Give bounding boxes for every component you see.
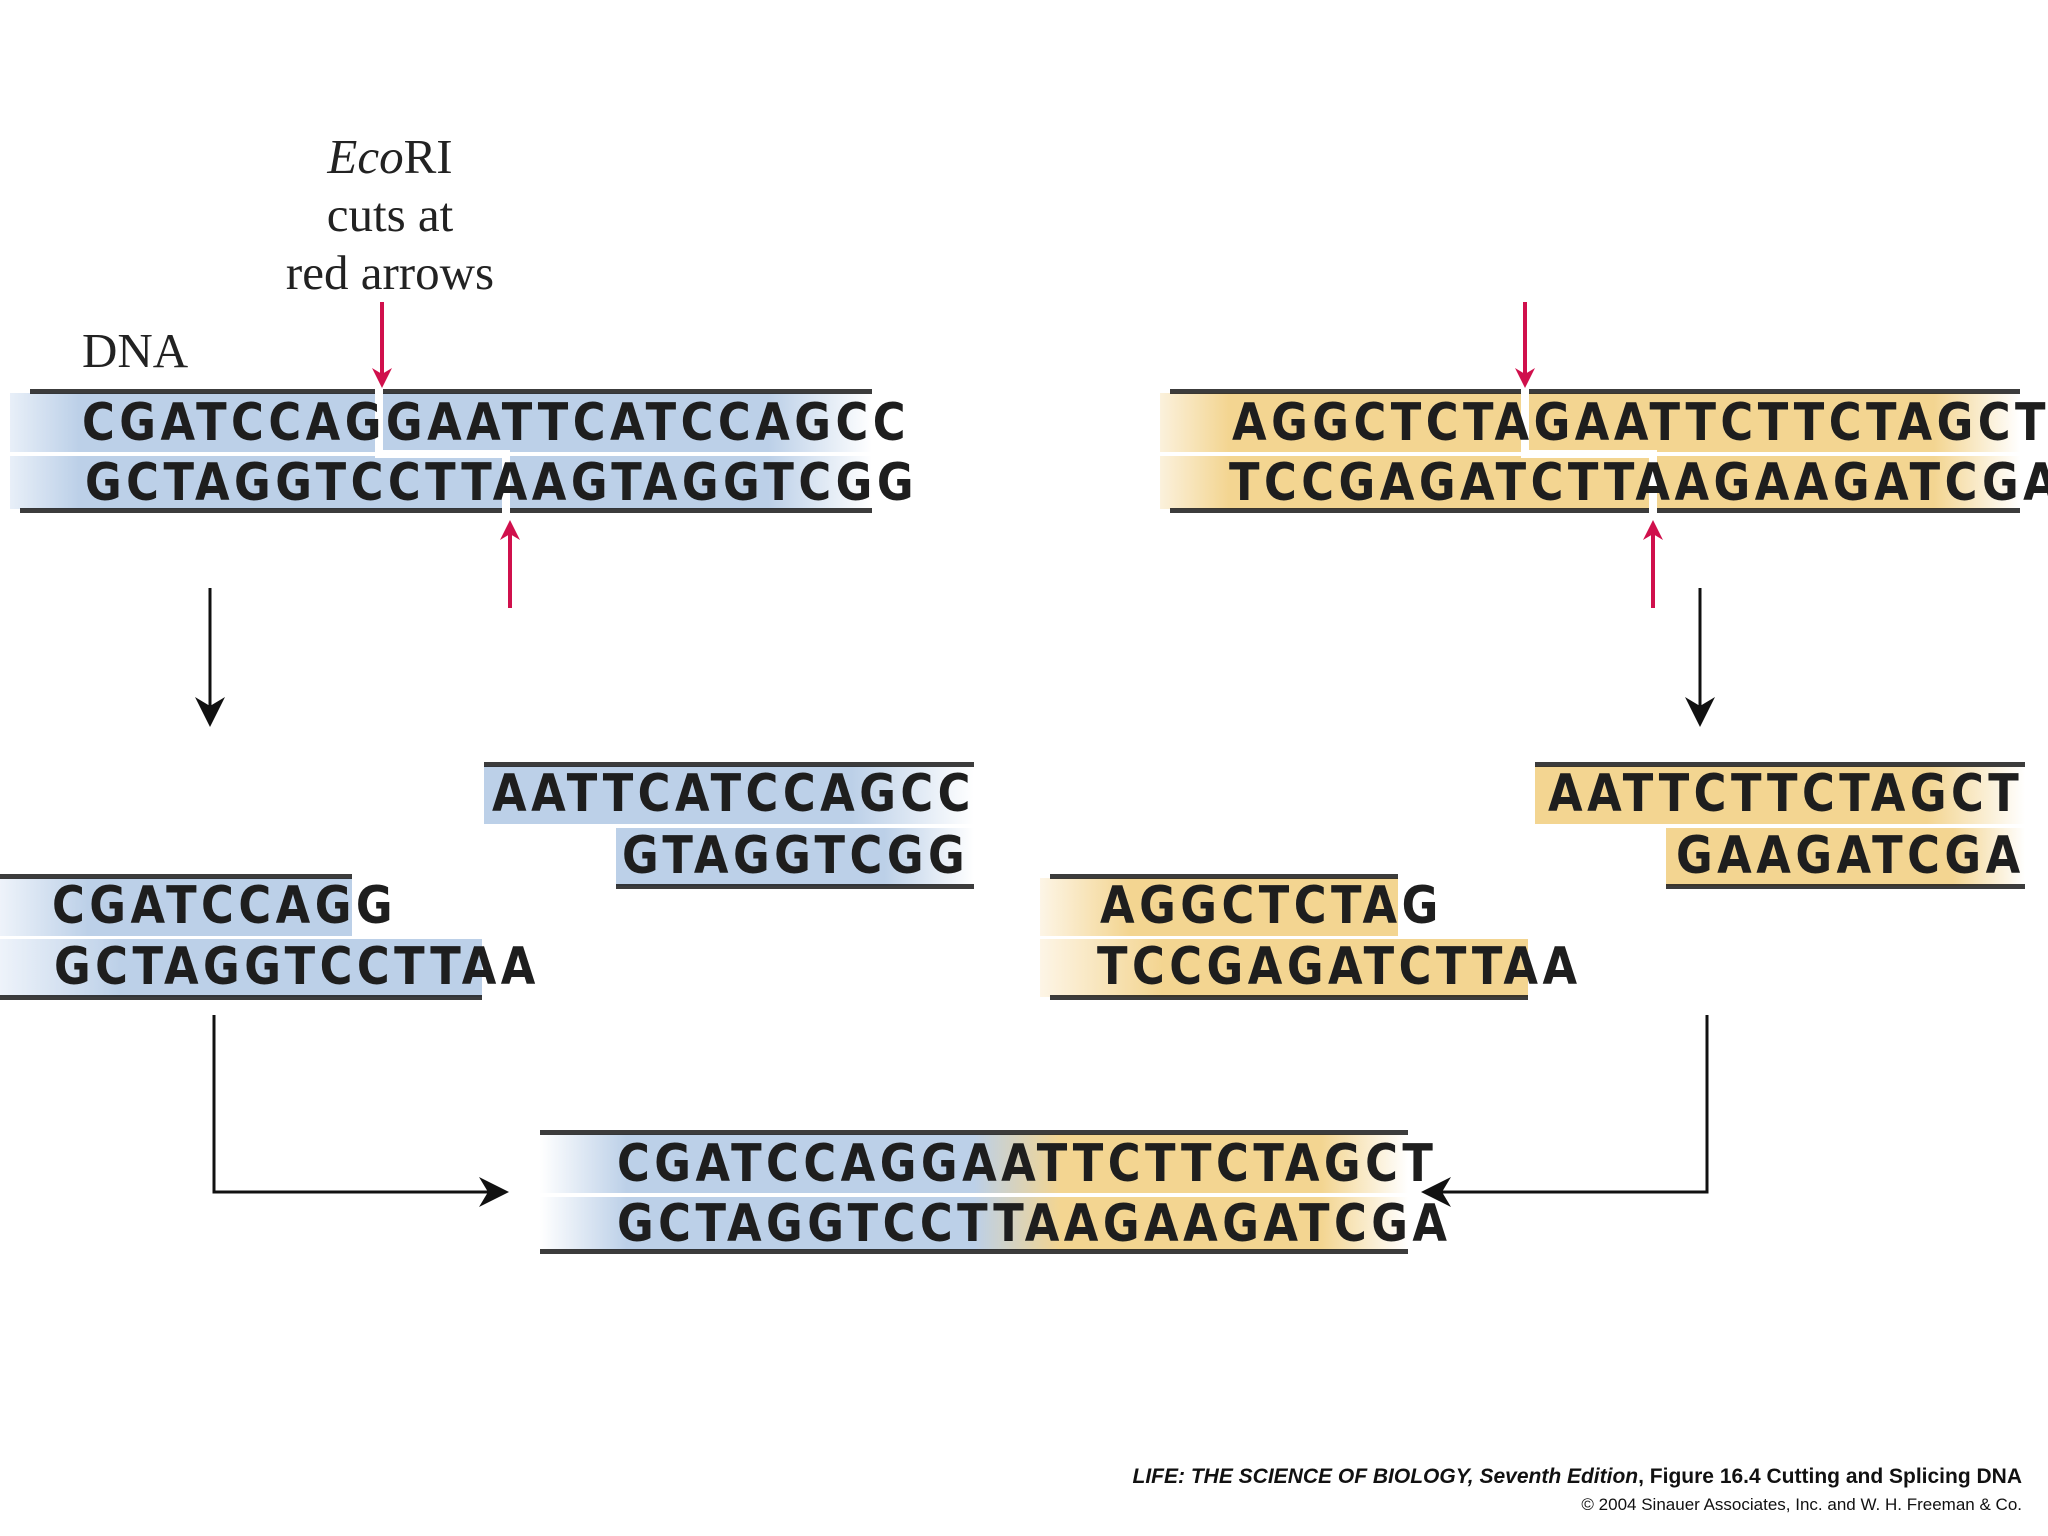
recombinant-top-blue-part: CGATCCAGG <box>617 1134 963 1194</box>
recombinant-bottom-yellow-part: GAAGATCGA <box>1102 1194 1452 1254</box>
yellow-right-fragment-bottom: GAAGATCGA <box>1676 826 2025 886</box>
dna-label: DNA <box>82 323 189 378</box>
ligation-arrow-left <box>212 1015 509 1207</box>
yellow-left-fragment-top: AGGCTCTAG <box>1100 876 1443 936</box>
blue-left-fragment-top: CGATCCAGG <box>52 876 398 936</box>
enzyme-name-italic: Eco <box>327 129 404 184</box>
figure-caption: , Figure 16.4 Cutting and Splicing DNA <box>1638 1465 2022 1488</box>
blue-right-fragment-top: AATTCATCCAGCC <box>492 764 975 824</box>
left-dna-bottom-strand: GCTAGGTCCTTAAGTAGGTCGG <box>85 453 919 513</box>
yellow-right-fragment <box>1535 762 2025 889</box>
yellow-left-fragment-bottom: TCCGAGATCTTAA <box>1097 937 1582 997</box>
enzyme-label-line2: cuts at <box>326 187 454 242</box>
enzyme-name-rest: RI <box>403 129 453 184</box>
enzyme-name: EcoRI <box>245 128 535 186</box>
ligation-arrow-right <box>1421 1015 1709 1207</box>
copyright-notice: © 2004 Sinauer Associates, Inc. and W. H… <box>1581 1495 2022 1514</box>
yellow-left-fragment <box>1040 874 1528 1000</box>
right-dna-duplex <box>1160 389 2020 514</box>
right-dna-bottom-strand: TCCGAGATCTTAAGAAGATCGA <box>1229 453 2048 513</box>
recombinant-bottom-strand: GCTAGGTCCTTAAGAAGATCGA <box>617 1194 1452 1254</box>
book-title: LIFE: THE SCIENCE OF BIOLOGY <box>1132 1465 1468 1488</box>
blue-left-fragment <box>0 874 482 1000</box>
enzyme-label: EcoRI cuts at red arrows <box>245 128 535 302</box>
enzyme-label-line3: red arrows <box>285 245 495 300</box>
right-dna-top-strand: AGGCTCTAGAATTCTTCTAGCT <box>1232 393 2048 453</box>
figure-credit: LIFE: THE SCIENCE OF BIOLOGY, Seventh Ed… <box>1133 1465 2022 1489</box>
left-dna-duplex <box>10 389 872 514</box>
blue-right-fragment-bottom: GTAGGTCGG <box>622 826 970 886</box>
blue-left-fragment-bottom: GCTAGGTCCTTAA <box>54 937 540 997</box>
book-edition: , Seventh Edition <box>1467 1465 1639 1488</box>
yellow-right-fragment-top: AATTCTTCTAGCT <box>1548 764 2024 824</box>
left-dna-top-strand: CGATCCAGGAATTCATCCAGCC <box>82 393 911 453</box>
recombinant-dna-duplex <box>540 1130 1408 1254</box>
recombinant-top-yellow-part: AATTCTTCTAGCT <box>962 1134 1438 1194</box>
blue-right-fragment <box>484 762 974 889</box>
recombinant-top-strand: CGATCCAGGAATTCTTCTAGCT <box>617 1134 1437 1194</box>
recombinant-bottom-blue-part: GCTAGGTCCTTAA <box>617 1194 1103 1254</box>
